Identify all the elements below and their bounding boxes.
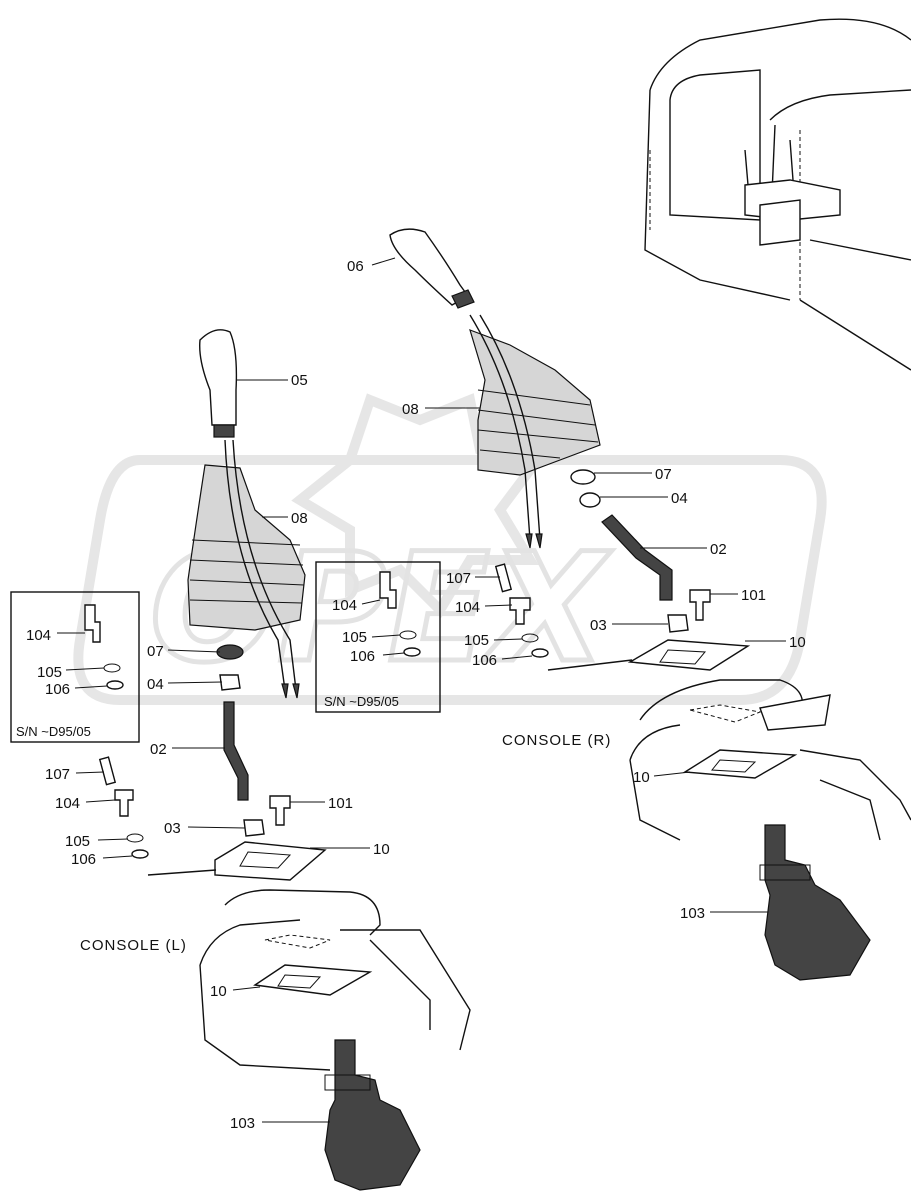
- callout-left-107: 107: [45, 766, 70, 783]
- ring-105-right: [521, 633, 539, 643]
- callout-left-104: 104: [55, 795, 80, 812]
- bolt-101: [269, 795, 291, 826]
- callout-right-06: 06: [347, 258, 364, 275]
- washer-106-right: [531, 648, 549, 658]
- callout-left-10b: 10: [210, 983, 227, 1000]
- callout-right-105: 105: [464, 632, 489, 649]
- console-right-label: CONSOLE (R): [502, 732, 611, 749]
- nut-04: [219, 674, 241, 691]
- plate-10: [214, 841, 327, 881]
- callout-right-04: 04: [671, 490, 688, 507]
- inset-left-105: 105: [37, 664, 62, 681]
- inset-box-right: 104 105 106 S/N ~D95/05: [315, 561, 441, 713]
- inset-right-106: 106: [350, 648, 375, 665]
- lever-02-right: [601, 514, 673, 601]
- callout-right-07: 07: [655, 466, 672, 483]
- callout-left-101: 101: [328, 795, 353, 812]
- callout-right-03: 03: [590, 617, 607, 634]
- callout-right-103: 103: [680, 905, 705, 922]
- callout-left-04: 04: [147, 676, 164, 693]
- callout-right-10b: 10: [633, 769, 650, 786]
- nut-03: [243, 819, 265, 837]
- washer-106: [131, 849, 149, 859]
- leader-lines: [75, 257, 786, 1123]
- pilot-valve-103-left: [324, 1039, 421, 1191]
- pilot-valve-103-right: [764, 824, 871, 981]
- callout-left-103: 103: [230, 1115, 255, 1132]
- callout-left-02: 02: [150, 741, 167, 758]
- pin-107-right: [494, 563, 513, 593]
- callout-right-08: 08: [402, 401, 419, 418]
- callout-left-10: 10: [373, 841, 390, 858]
- callout-left-07: 07: [147, 643, 164, 660]
- callout-labels: 05 08 07 04 02 107 104 101 03 105 10 106…: [45, 258, 806, 1132]
- grip-06: [389, 228, 470, 306]
- callout-left-105: 105: [65, 833, 90, 850]
- nut-03-right: [667, 614, 689, 633]
- console-left-label: CONSOLE (L): [80, 937, 187, 954]
- inset-box-left: 104 105 106 S/N ~D95/05: [10, 591, 140, 743]
- callout-left-03: 03: [164, 820, 181, 837]
- left-lever-assembly: [98, 329, 471, 1191]
- bolt-104: [114, 789, 134, 817]
- boot-08: [187, 464, 306, 631]
- plate-10-right: [627, 639, 751, 671]
- grip-05: [199, 329, 238, 426]
- callout-left-08: 08: [291, 510, 308, 527]
- clip-07: [216, 644, 244, 660]
- cab-illustration: [644, 18, 911, 371]
- callout-right-104: 104: [455, 599, 480, 616]
- inset-left-serial: S/N ~D95/05: [16, 724, 91, 739]
- callout-right-02: 02: [710, 541, 727, 558]
- clip-07-right: [570, 469, 596, 485]
- inset-right-serial: S/N ~D95/05: [324, 694, 399, 709]
- nut-04-right: [579, 492, 601, 508]
- inset-left-106: 106: [45, 681, 70, 698]
- ring-105: [126, 833, 144, 843]
- bolt-101-right: [689, 589, 711, 621]
- callout-right-106: 106: [472, 652, 497, 669]
- lever-02: [223, 701, 249, 801]
- grip-thread: [213, 424, 235, 438]
- inset-left-104: 104: [26, 627, 51, 644]
- callout-right-10: 10: [789, 634, 806, 651]
- right-lever-assembly: [389, 228, 911, 981]
- callout-left-05: 05: [291, 372, 308, 389]
- bolt-104-right: [509, 597, 531, 625]
- pin-107: [98, 756, 117, 786]
- inset-right-105: 105: [342, 629, 367, 646]
- callout-right-101: 101: [741, 587, 766, 604]
- callout-right-107: 107: [446, 570, 471, 587]
- inset-right-104: 104: [332, 597, 357, 614]
- callout-left-106: 106: [71, 851, 96, 868]
